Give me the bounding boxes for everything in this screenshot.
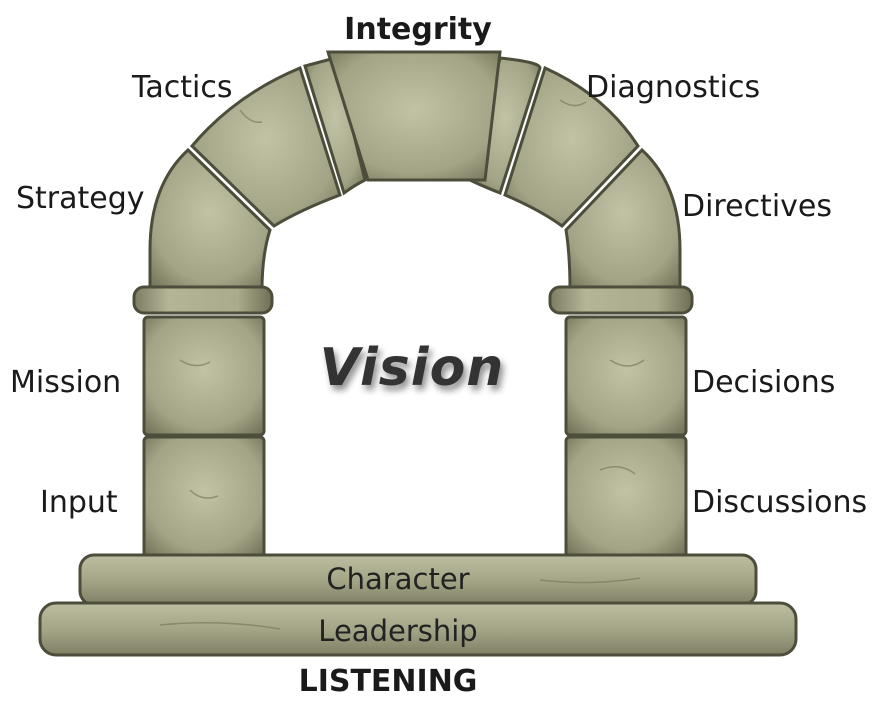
input-label: Input bbox=[40, 485, 118, 520]
voussoir-left-top bbox=[303, 56, 367, 196]
voussoir-right-upper bbox=[503, 65, 640, 228]
vision-label: Vision bbox=[319, 338, 505, 398]
arch-ring bbox=[148, 50, 682, 292]
stone-texture bbox=[159, 99, 645, 630]
impost-caps bbox=[132, 285, 694, 315]
impost-left bbox=[132, 285, 274, 315]
directives-label: Directives bbox=[682, 189, 832, 224]
keystone-label: Integrity bbox=[344, 12, 492, 47]
lower-step-label: Leadership bbox=[318, 614, 478, 648]
strategy-label: Strategy bbox=[16, 181, 145, 216]
pillar-right-lower bbox=[564, 435, 688, 559]
decisions-label: Decisions bbox=[692, 365, 836, 400]
foundation-label: LISTENING bbox=[298, 664, 478, 699]
impost-right bbox=[548, 285, 694, 315]
keystone-block bbox=[325, 50, 502, 182]
voussoir-right-lower bbox=[564, 147, 682, 292]
tactics-label: Tactics bbox=[132, 70, 233, 105]
pillar-right-upper bbox=[564, 315, 688, 437]
upper-step-label: Character bbox=[326, 562, 470, 596]
pillar-left-upper bbox=[142, 315, 266, 437]
mission-label: Mission bbox=[10, 365, 122, 400]
voussoir-left-upper bbox=[189, 65, 342, 228]
discussions-label: Discussions bbox=[692, 485, 868, 520]
voussoir-left-lower bbox=[148, 147, 272, 292]
diagnostics-label: Diagnostics bbox=[586, 70, 761, 105]
steps bbox=[38, 553, 798, 657]
lower-step bbox=[38, 601, 798, 657]
